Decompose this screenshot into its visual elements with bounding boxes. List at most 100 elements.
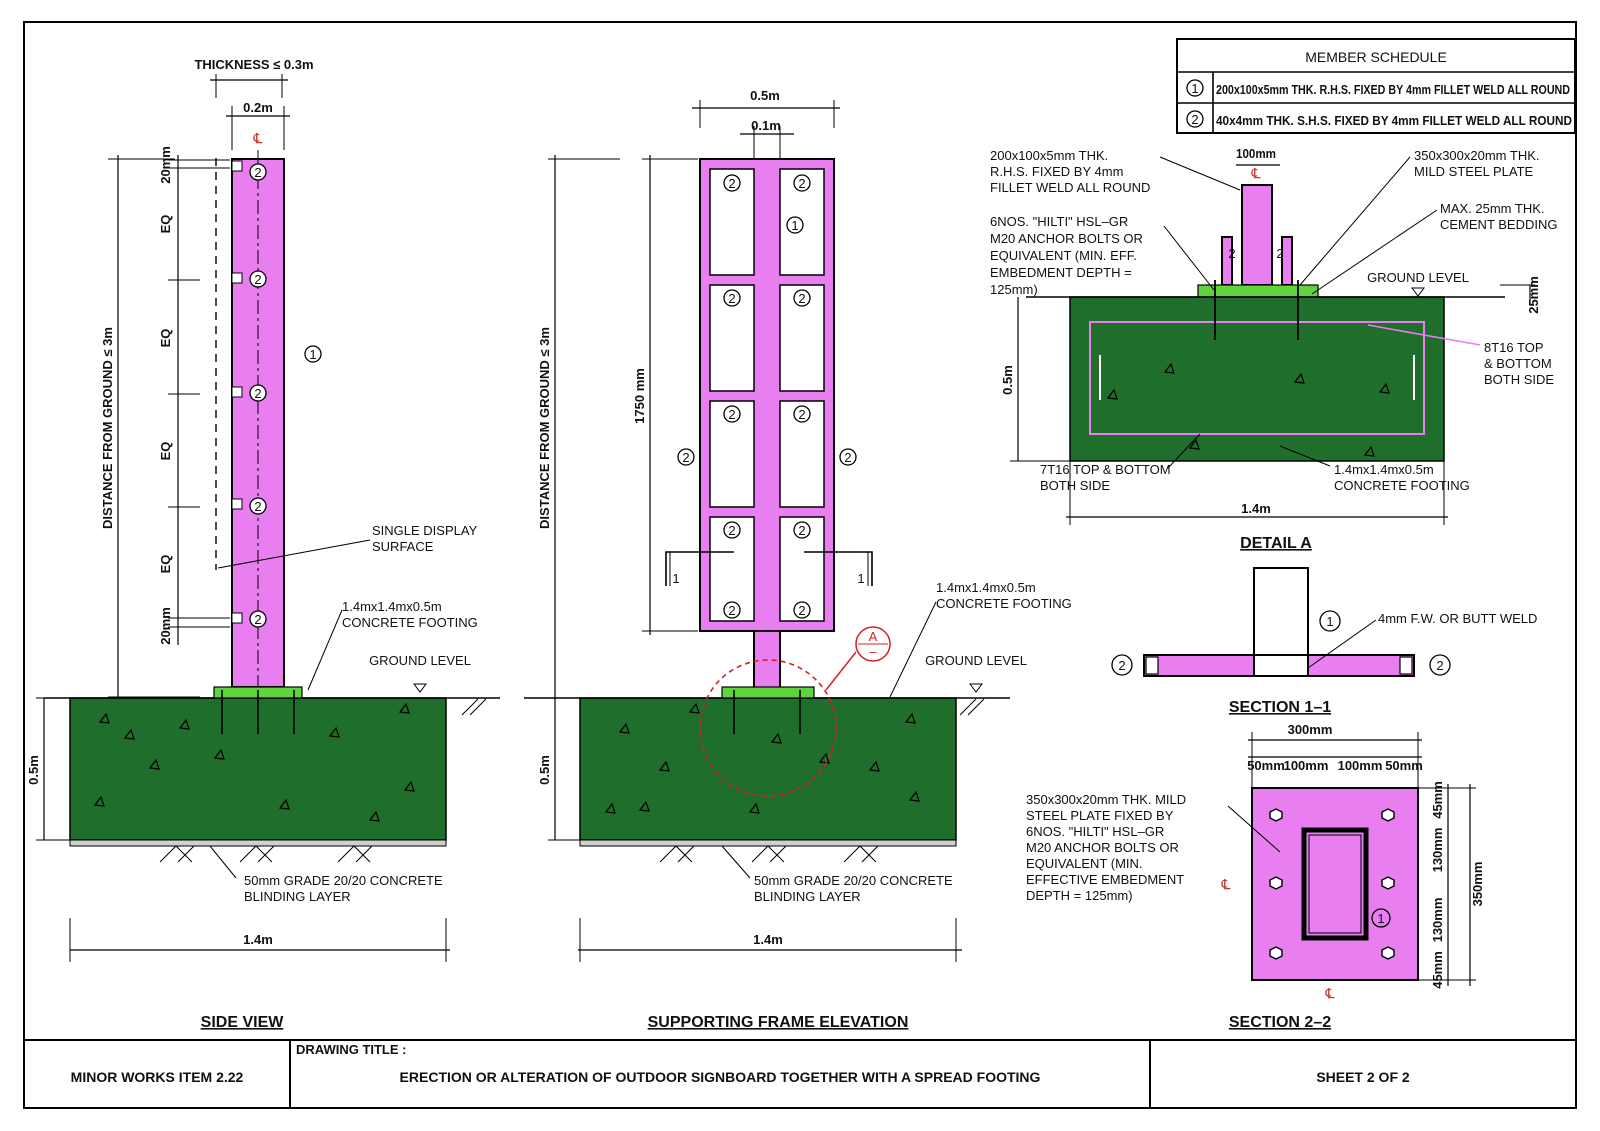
side-display-label: SINGLE DISPLAY SURFACE <box>372 523 481 554</box>
svg-text:2: 2 <box>728 603 735 618</box>
title-block-title: ERECTION OR ALTERATION OF OUTDOOR SIGNBO… <box>400 1069 1041 1085</box>
svg-text:1: 1 <box>672 571 679 586</box>
elev-post-width: 0.1m <box>751 118 781 133</box>
side-bottom-gap: 20mm <box>158 607 173 645</box>
svg-text:2: 2 <box>254 165 261 180</box>
detail-a-top-bars: 8T16 TOP & BOTTOM BOTH SIDE <box>1484 340 1555 387</box>
side-blinding-label: 50mm GRADE 20/20 CONCRETE BLINDING LAYER <box>244 873 446 904</box>
svg-text:2: 2 <box>798 603 805 618</box>
svg-text:130mm: 130mm <box>1430 898 1445 943</box>
elev-footing <box>579 697 957 841</box>
section-1-title: SECTION 1–1 <box>1229 699 1331 716</box>
section-2-overall-height: 350mm <box>1470 862 1485 907</box>
svg-text:50mm: 50mm <box>1385 758 1423 773</box>
detail-a-footing-label: 1.4mx1.4mx0.5m CONCRETE FOOTING <box>1334 462 1470 493</box>
detail-a-bedding-label: MAX. 25mm THK. CEMENT BEDDING <box>1440 201 1558 232</box>
svg-text:1: 1 <box>1377 911 1384 926</box>
detail-a-bolts-label: 6NOS. "HILTI" HSL–GR M20 ANCHOR BOLTS OR… <box>990 214 1147 297</box>
svg-text:2: 2 <box>1228 246 1235 261</box>
detail-a-post <box>1241 184 1273 286</box>
side-eq-1: EQ <box>158 215 173 234</box>
svg-text:2: 2 <box>728 176 735 191</box>
side-eq-2: EQ <box>158 329 173 348</box>
detail-a-depth: 0.5m <box>1000 365 1015 395</box>
frame-elevation: 0.5m 0.1m 2 2 2 2 2 2 2 2 <box>524 88 1072 1031</box>
svg-text:45mm: 45mm <box>1430 781 1445 819</box>
svg-text:2: 2 <box>1118 658 1125 673</box>
svg-text:2: 2 <box>728 407 735 422</box>
sheet-border <box>23 21 1577 1109</box>
detail-a-plate <box>1197 284 1319 298</box>
svg-text:1: 1 <box>857 571 864 586</box>
svg-text:100mm: 100mm <box>1284 758 1329 773</box>
section-2-overall-width: 300mm <box>1288 722 1333 737</box>
section-1-1: 2 2 1 4mm F.W. OR BUTT WELD SECTION 1–1 <box>1111 567 1537 716</box>
elev-width-label: 0.5m <box>750 88 780 103</box>
title-block-label: DRAWING TITLE : <box>296 1042 407 1057</box>
elev-frame-height: 1750 mm <box>632 368 647 424</box>
svg-text:2: 2 <box>254 272 261 287</box>
side-top-gap: 20mm <box>158 146 173 184</box>
svg-text:50mm: 50mm <box>1247 758 1285 773</box>
side-thickness-label: THICKNESS ≤ 0.3m <box>194 57 313 72</box>
svg-text:2: 2 <box>798 291 805 306</box>
detail-a-width: 1.4m <box>1241 501 1271 516</box>
elev-section-cut: 1 1 <box>665 551 873 586</box>
elev-frame <box>699 158 835 689</box>
title-block-item: MINOR WORKS ITEM 2.22 <box>71 1069 244 1085</box>
svg-text:2: 2 <box>254 386 261 401</box>
side-eq-4: EQ <box>158 555 173 574</box>
elev-depth: 0.5m <box>537 755 552 785</box>
section-2-title: SECTION 2–2 <box>1229 1014 1331 1031</box>
elev-blinding-label: 50mm GRADE 20/20 CONCRETE BLINDING LAYER <box>754 873 956 904</box>
svg-text:45mm: 45mm <box>1430 951 1445 989</box>
elev-footing-label: 1.4mx1.4mx0.5m CONCRETE FOOTING <box>936 580 1072 611</box>
section-1-weld-label: 4mm F.W. OR BUTT WELD <box>1378 611 1537 626</box>
detail-a-plate-label: 350x300x20mm THK. MILD STEEL PLATE <box>1414 148 1543 179</box>
side-eq-3: EQ <box>158 442 173 461</box>
svg-text:2: 2 <box>682 450 689 465</box>
svg-text:–: – <box>869 644 877 659</box>
side-depth: 0.5m <box>26 755 41 785</box>
svg-text:2: 2 <box>798 407 805 422</box>
side-member-1: 1 <box>309 347 316 362</box>
side-brackets <box>231 160 243 624</box>
title-block-sheet: SHEET 2 OF 2 <box>1316 1069 1410 1085</box>
side-height-label: DISTANCE FROM GROUND ≤ 3m <box>100 327 115 529</box>
elev-member-2-markers: 2 2 2 2 2 2 2 2 2 2 2 2 <box>677 174 857 619</box>
section-2-centerline-v: ℄ <box>1325 985 1335 1001</box>
title-block: MINOR WORKS ITEM 2.22 DRAWING TITLE : ER… <box>24 1039 1576 1108</box>
svg-text:2: 2 <box>728 523 735 538</box>
member-schedule: MEMBER SCHEDULE 1 200x100x5mm THK. R.H.S… <box>1176 38 1576 134</box>
svg-text:2: 2 <box>728 291 735 306</box>
svg-text:130mm: 130mm <box>1430 828 1445 873</box>
side-aggregate <box>93 702 415 822</box>
elevation-title: SUPPORTING FRAME ELEVATION <box>648 1014 909 1031</box>
side-view-title: SIDE VIEW <box>201 1014 285 1031</box>
section-2-centerline-h: ℄ <box>1221 876 1231 892</box>
side-member-2-markers: 2 2 2 2 2 <box>249 163 267 628</box>
schedule-row-2: 40x4mm THK. S.H.S. FIXED BY 4mm FILLET W… <box>1216 113 1572 128</box>
detail-a-bedding-dim: 25mm <box>1526 276 1541 314</box>
detail-a-rhs-label: 200x100x5mm THK. R.H.S. FIXED BY 4mm FIL… <box>990 148 1150 195</box>
svg-text:2: 2 <box>254 612 261 627</box>
detail-a-centerline: ℄ <box>1251 165 1261 181</box>
side-footing-label: 1.4mx1.4mx0.5m CONCRETE FOOTING <box>342 599 478 630</box>
detail-a-aggregate <box>1106 362 1390 457</box>
detail-a-marker-label: A <box>869 629 878 644</box>
detail-a-bottom-bars: 7T16 TOP & BOTTOM BOTH SIDE <box>1040 462 1174 493</box>
elev-base-plate <box>721 686 815 699</box>
detail-a-callout <box>699 659 837 797</box>
detail-a-ground-label: GROUND LEVEL <box>1367 270 1469 285</box>
section-2-bolts <box>1269 808 1395 960</box>
schedule-row-1: 200x100x5mm THK. R.H.S. FIXED BY 4mm FIL… <box>1216 82 1570 97</box>
elev-height-label: DISTANCE FROM GROUND ≤ 3m <box>537 327 552 529</box>
elev-ground-label: GROUND LEVEL <box>925 653 1027 668</box>
side-view: THICKNESS ≤ 0.3m 0.2m ℄ 2 2 2 2 2 1 <box>26 57 500 1031</box>
section-2-plate-note: 350x300x20mm THK. MILD STEEL PLATE FIXED… <box>1026 792 1190 903</box>
side-centerline: ℄ <box>253 130 263 146</box>
detail-a-post-width: 100mm <box>1236 146 1276 161</box>
side-width-label: 0.2m <box>243 100 273 115</box>
side-base-width: 1.4m <box>243 932 273 947</box>
